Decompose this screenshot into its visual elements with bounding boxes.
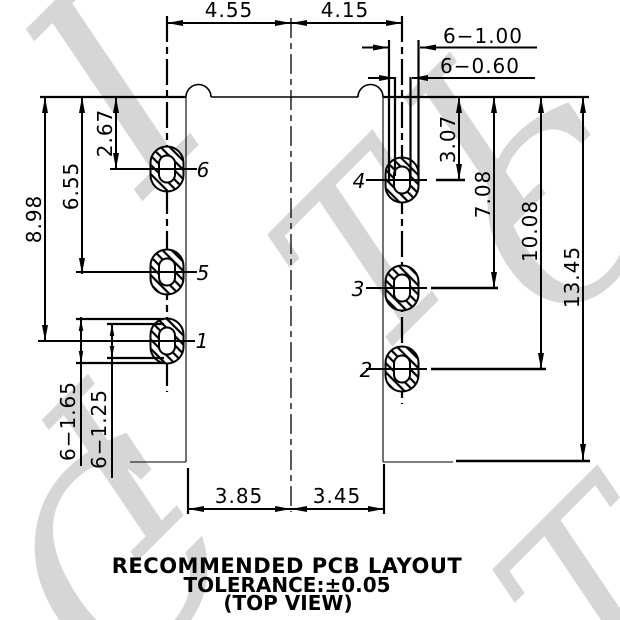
pad-centerlines (38, 168, 546, 371)
pad1-dim-arrows (78, 319, 115, 363)
dim-left-pad6-label: 2.67 (93, 109, 117, 158)
pad1-extension-lines (76, 317, 164, 365)
arrow-down-icon (109, 346, 115, 358)
dim-top-left-label: 4.55 (205, 0, 254, 22)
outline-left (130, 97, 187, 463)
dim-top-right-label: 4.15 (321, 0, 370, 22)
dim-pad1-outer-label: 6−1.65 (56, 381, 80, 461)
dim-left-pad1-label: 8.98 (22, 195, 46, 244)
arrow-up-icon (109, 324, 115, 336)
arrow-down-icon (78, 351, 84, 363)
drawing-title: RECOMMENDED PCB LAYOUT (112, 554, 463, 578)
dim-slot-outer-label: 6−1.00 (443, 24, 523, 48)
pad4-slot-lines (387, 40, 420, 183)
view-note: (TOP VIEW) (223, 591, 352, 615)
pad3-label: 3 (352, 277, 365, 301)
dim-right-pad3-label: 7.08 (471, 170, 495, 219)
arrow-up-icon (78, 319, 84, 331)
pad-number-labels: 6 5 1 4 3 2 (196, 158, 373, 382)
dimension-labels: 4.55 4.15 6−1.00 6−0.60 8.98 6.55 2.67 3… (22, 0, 584, 508)
dim-bottom-right-label: 3.45 (313, 484, 362, 508)
pad2-label: 2 (360, 358, 373, 382)
pad4-label: 4 (353, 169, 366, 193)
tolerance-note: TOLERANCE:±0.05 (183, 573, 390, 597)
notch-right-icon (357, 83, 384, 98)
dim-right-pad2-label: 10.08 (518, 200, 542, 262)
dim-right-total-label: 13.45 (560, 246, 584, 308)
dim-pad1-inner-label: 6−1.25 (87, 389, 111, 469)
title-block: RECOMMENDED PCB LAYOUT TOLERANCE:±0.05 (… (112, 554, 463, 615)
dim-bottom-left-label: 3.85 (215, 484, 264, 508)
dim-right-pad4-label: 3.07 (436, 115, 460, 164)
pad5-label: 5 (197, 261, 210, 285)
dim-slot-inner-label: 6−0.60 (440, 54, 520, 78)
outline-right (382, 97, 453, 463)
pad6-label: 6 (197, 158, 210, 182)
notch-left-icon (185, 83, 212, 98)
dimension-lines (42, 20, 586, 514)
pad1-label: 1 (196, 329, 209, 353)
dim-left-pad5-label: 6.55 (59, 162, 83, 211)
